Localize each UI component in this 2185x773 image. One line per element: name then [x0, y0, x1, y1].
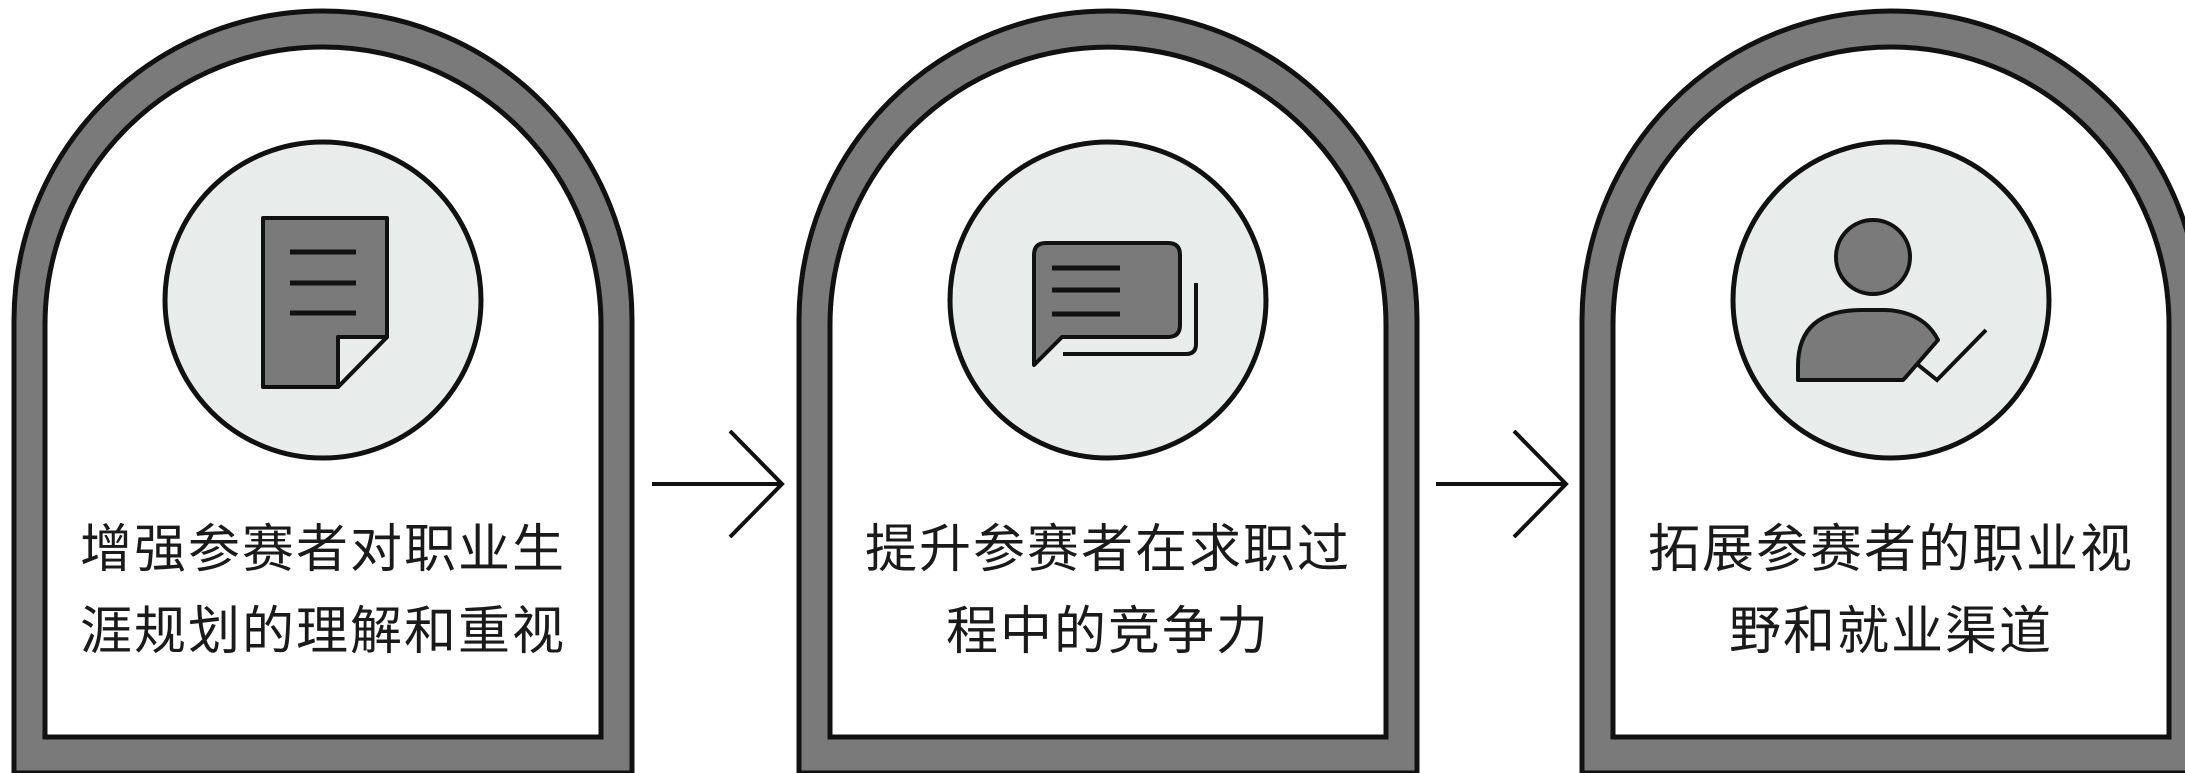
card-3-line-1: 拓展参赛者的职业视 — [1647, 520, 2134, 580]
chat-message-icon — [1032, 241, 1198, 367]
user-check-icon — [1796, 218, 1988, 383]
card-3-line-2: 野和就业渠道 — [1728, 602, 2053, 662]
arrow-right-icon — [1436, 429, 1569, 539]
card-1-text: 增强参赛者对职业生 涯规划的理解和重视 — [43, 509, 603, 673]
document-icon — [261, 216, 389, 389]
card-3 — [1579, 8, 2185, 773]
card-1-line-1: 增强参赛者对职业生 — [79, 520, 566, 580]
card-2 — [796, 8, 1420, 773]
card-2-line-2: 程中的竞争力 — [945, 602, 1270, 662]
card-1 — [11, 8, 635, 773]
arrow-right-icon — [652, 429, 785, 539]
card-3-icon-circle — [1730, 139, 2052, 461]
card-3-text: 拓展参赛者的职业视 野和就业渠道 — [1611, 509, 2171, 673]
card-2-text: 提升参赛者在求职过 程中的竞争力 — [828, 509, 1388, 673]
card-1-line-2: 涯规划的理解和重视 — [79, 602, 566, 662]
card-2-line-1: 提升参赛者在求职过 — [864, 520, 1351, 580]
